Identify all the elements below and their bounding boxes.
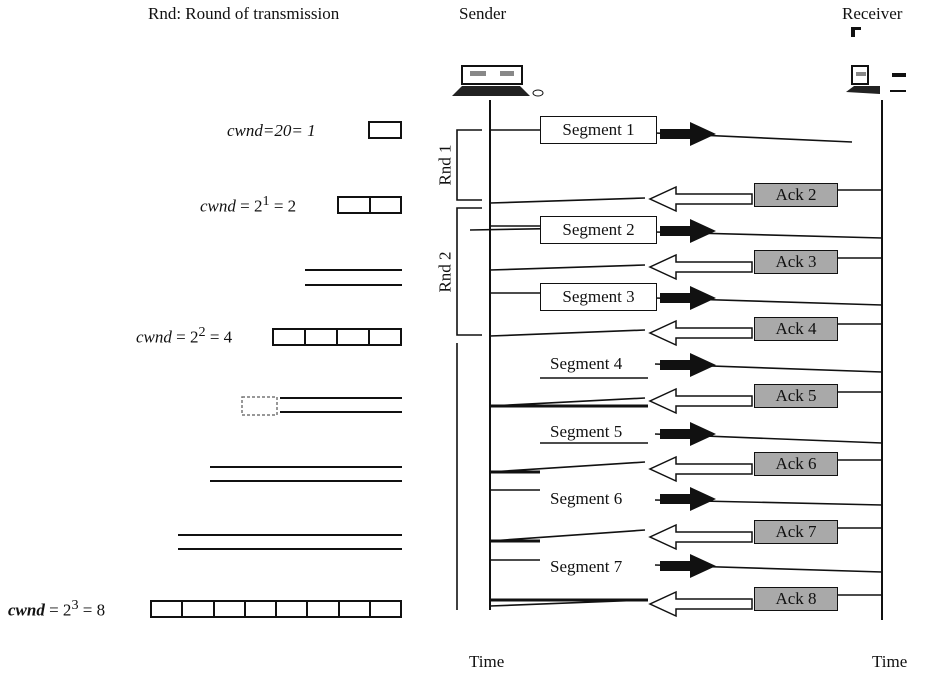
sender-computer-icon (452, 65, 544, 97)
receiver-time-label: Time (872, 652, 908, 671)
segment-label-4: Segment 4 (550, 354, 623, 373)
cwnd-label-8: cwnd = 23 = 8 (8, 597, 106, 620)
segment-box-3: Segment 3 (540, 283, 657, 311)
ack-box-6: Ack 6 (754, 452, 838, 476)
ack-box-7: Ack 7 (754, 520, 838, 544)
segment-box-2: Segment 2 (540, 216, 657, 244)
cwnd-label-2: cwnd = 21 = 2 (200, 193, 297, 216)
segment-label-5: Segment 5 (550, 422, 623, 441)
round-label-2: Rnd 2 (435, 251, 455, 293)
ack-box-8: Ack 8 (754, 587, 838, 611)
segment-box-1: Segment 1 (540, 116, 657, 144)
round-label-1: Rnd 1 (435, 144, 455, 186)
legend-text: Rnd: Round of transmission (148, 4, 340, 23)
cwnd-window-4 (272, 328, 402, 346)
cwnd-label-1: cwnd=20= 1 (227, 121, 316, 140)
cwnd-label-4: cwnd = 22 = 4 (136, 324, 233, 347)
cwnd-window-2 (337, 196, 402, 214)
cwnd-window-1 (368, 121, 402, 139)
receiver-computer-icon (846, 27, 906, 94)
segment-label-6: Segment 6 (550, 489, 623, 508)
receiver-label: Receiver (842, 4, 903, 23)
segment-label-7: Segment 7 (550, 557, 623, 576)
ack-box-5: Ack 5 (754, 384, 838, 408)
segment-arrows (660, 122, 716, 578)
ack-box-4: Ack 4 (754, 317, 838, 341)
ack-box-2: Ack 2 (754, 183, 838, 207)
ack-box-3: Ack 3 (754, 250, 838, 274)
sender-label: Sender (459, 4, 507, 23)
ack-arrows (648, 185, 753, 618)
sender-time-label: Time (469, 652, 505, 671)
cwnd-window-8 (150, 600, 402, 618)
